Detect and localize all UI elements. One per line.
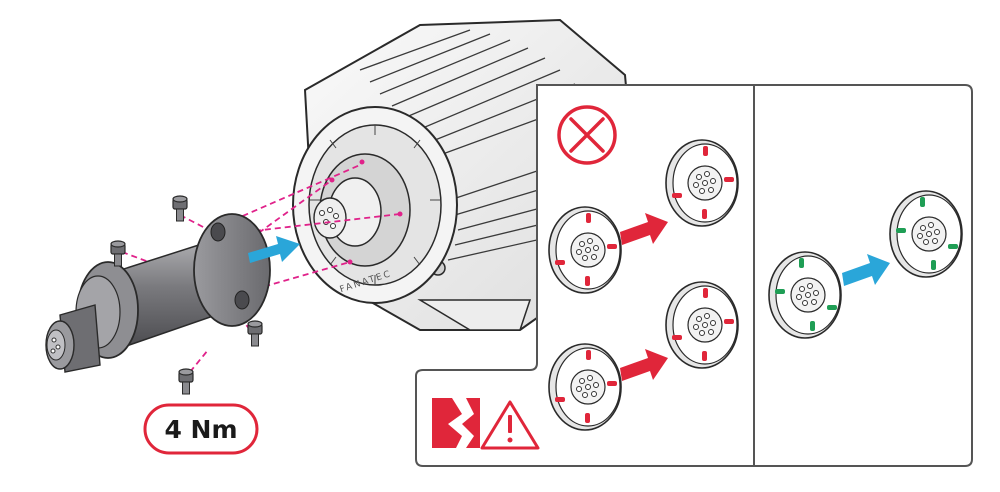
damage-warning-group: [432, 398, 540, 450]
torque-badge: 4 Nm: [143, 403, 259, 455]
broken-part-warning-icon: [432, 398, 480, 448]
incorrect-orientation-section: [548, 105, 739, 431]
insert-direction-arrow: [248, 236, 300, 263]
torque-label: 4 Nm: [164, 415, 237, 444]
adapter-disc-wrong-4: [665, 281, 739, 369]
correct-orientation-section: [768, 190, 963, 339]
adapter-disc-wrong-2: [665, 139, 739, 227]
correct-arrow: [842, 254, 890, 286]
adapter-disc-correct-2: [889, 190, 963, 278]
adapter-disc-correct-1: [768, 251, 842, 339]
wrong-arrow-upper: [620, 213, 668, 245]
wheel-shaft-assembly: [45, 213, 271, 373]
wrong-arrow-lower: [620, 349, 668, 381]
adapter-disc-wrong-1: [548, 206, 622, 294]
adapter-disc-wrong-3: [548, 343, 622, 431]
circle-x-icon: [557, 105, 617, 165]
warning-triangle-icon: [480, 400, 540, 450]
